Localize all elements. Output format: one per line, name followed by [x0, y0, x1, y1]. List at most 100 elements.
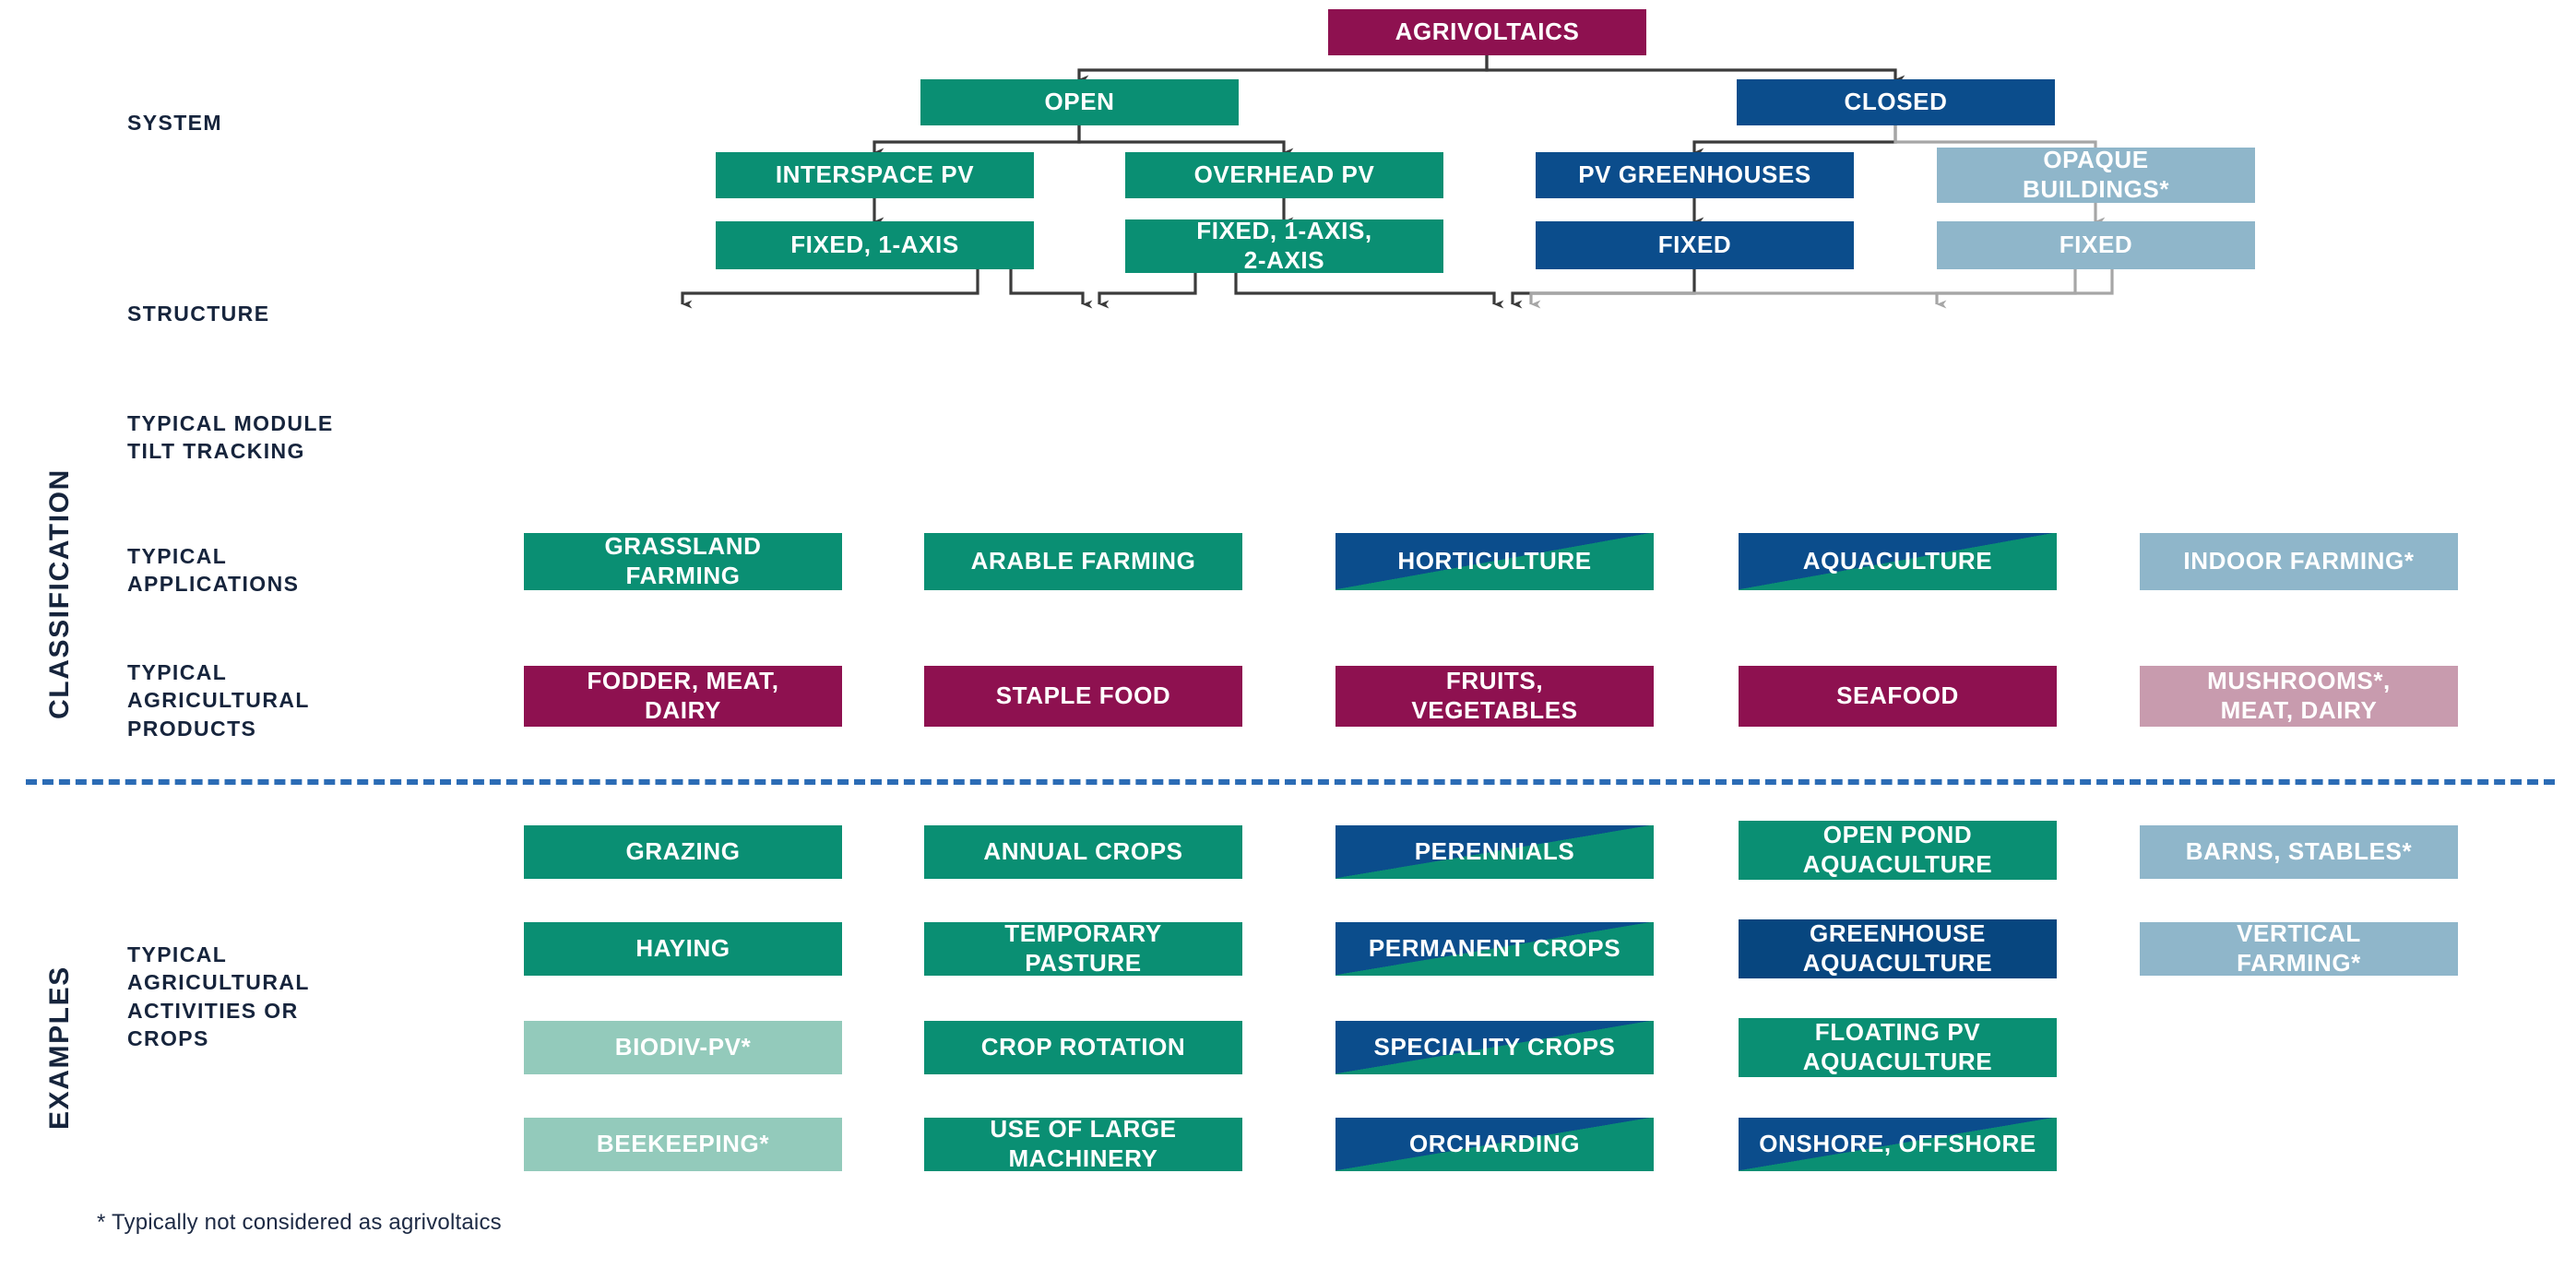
example-use-of-large-machinery[interactable]: USE OF LARGE MACHINERY	[924, 1115, 1242, 1172]
node-tilt-interspace-label: FIXED, 1-AXIS	[790, 231, 959, 259]
example-temporary-pasture-line1: TEMPORARY	[1004, 919, 1162, 948]
example-permanent-crops[interactable]: PERMANENT CROPS	[1335, 922, 1654, 976]
node-pv-greenhouses[interactable]: PV GREENHOUSES	[1536, 152, 1854, 198]
row-label-products-line3: PRODUCTS	[127, 716, 257, 741]
node-agrivoltaics-label: AGRIVOLTAICS	[1395, 18, 1580, 46]
example-grazing[interactable]: GRAZING	[524, 825, 842, 879]
node-open-label: OPEN	[1044, 88, 1115, 116]
row-label-apps-line2: APPLICATIONS	[127, 572, 300, 597]
example-beekeeping-label: BEEKEEPING*	[596, 1130, 770, 1158]
node-product-fruits-vegetables[interactable]: FRUITS, VEGETABLES	[1335, 666, 1654, 727]
node-app-grassland-line2: FARMING	[625, 562, 741, 589]
node-product-fruits-line1: FRUITS,	[1445, 667, 1544, 695]
row-label-tilt-line2: TILT TRACKING	[127, 439, 305, 464]
row-label-applications: TYPICAL APPLICATIONS	[127, 542, 299, 598]
node-product-mushrooms[interactable]: MUSHROOMS*, MEAT, DAIRY	[2140, 666, 2458, 727]
node-app-aquaculture[interactable]: AQUACULTURE	[1739, 533, 2057, 590]
example-beekeeping[interactable]: BEEKEEPING*	[524, 1118, 842, 1171]
node-app-grassland-farming[interactable]: GRASSLAND FARMING	[524, 532, 842, 590]
example-open-pond-line1: OPEN POND	[1822, 821, 1973, 849]
row-label-products-line2: AGRICULTURAL	[127, 688, 310, 713]
row-label-tilt-tracking: TYPICAL MODULE TILT TRACKING	[127, 409, 334, 466]
node-opaque-buildings-line2: BUILDINGS*	[2022, 175, 2170, 203]
row-label-products: TYPICAL AGRICULTURAL PRODUCTS	[127, 658, 310, 742]
node-opaque-buildings[interactable]: OPAQUE BUILDINGS*	[1937, 146, 2255, 203]
example-biodiv-pv[interactable]: BIODIV-PV*	[524, 1021, 842, 1074]
example-orcharding-label: ORCHARDING	[1408, 1130, 1581, 1158]
node-product-fodder-line1: FODDER, MEAT,	[587, 667, 779, 695]
example-grazing-label: GRAZING	[625, 837, 741, 866]
example-open-pond-aquaculture[interactable]: OPEN POND AQUACULTURE	[1739, 821, 2057, 880]
row-label-apps-line1: TYPICAL	[127, 544, 228, 568]
node-product-staple-label: STAPLE FOOD	[995, 681, 1171, 710]
example-haying[interactable]: HAYING	[524, 922, 842, 976]
node-product-seafood[interactable]: SEAFOOD	[1739, 666, 2057, 727]
node-app-indoor-label: INDOOR FARMING*	[2183, 547, 2415, 575]
node-product-staple-food[interactable]: STAPLE FOOD	[924, 666, 1242, 727]
row-label-activities-line4: CROPS	[127, 1026, 209, 1051]
row-label-tilt-line1: TYPICAL MODULE	[127, 411, 334, 435]
node-tilt-overhead-line1: FIXED, 1-AXIS,	[1196, 217, 1372, 245]
node-app-aquaculture-label: AQUACULTURE	[1802, 547, 1993, 575]
example-crop-rotation-label: CROP ROTATION	[980, 1033, 1186, 1061]
node-tilt-greenhouses[interactable]: FIXED	[1536, 221, 1854, 269]
node-interspace-pv-label: INTERSPACE PV	[775, 160, 975, 189]
node-tilt-opaque-label: FIXED	[2059, 231, 2133, 259]
node-product-fodder-line2: DAIRY	[645, 696, 721, 724]
row-label-products-line1: TYPICAL	[127, 660, 228, 684]
example-annual-crops[interactable]: ANNUAL CROPS	[924, 825, 1242, 879]
node-app-arable-label: ARABLE FARMING	[970, 547, 1196, 575]
example-barns-stables[interactable]: BARNS, STABLES*	[2140, 825, 2458, 879]
row-label-activities: TYPICAL AGRICULTURAL ACTIVITIES OR CROPS	[127, 941, 310, 1052]
section-label-examples: EXAMPLES	[44, 966, 75, 1130]
example-crop-rotation[interactable]: CROP ROTATION	[924, 1021, 1242, 1074]
example-vertical-farming-line1: VERTICAL	[2237, 919, 2361, 948]
row-label-activities-line1: TYPICAL	[127, 942, 228, 966]
node-tilt-greenhouses-label: FIXED	[1657, 231, 1732, 259]
node-product-fodder[interactable]: FODDER, MEAT, DAIRY	[524, 666, 842, 727]
example-machinery-line1: USE OF LARGE	[990, 1115, 1177, 1144]
section-label-classification: CLASSIFICATION	[44, 468, 75, 719]
node-open[interactable]: OPEN	[920, 79, 1239, 125]
node-app-horticulture[interactable]: HORTICULTURE	[1335, 533, 1654, 590]
example-perennials-label: PERENNIALS	[1414, 837, 1575, 866]
example-greenhouse-aqua-line2: AQUACULTURE	[1802, 949, 1993, 977]
node-overhead-pv[interactable]: OVERHEAD PV	[1125, 152, 1443, 198]
example-vertical-farming[interactable]: VERTICAL FARMING*	[2140, 919, 2458, 977]
node-opaque-buildings-line1: OPAQUE	[2043, 146, 2149, 174]
node-app-arable-farming[interactable]: ARABLE FARMING	[924, 533, 1242, 590]
node-interspace-pv[interactable]: INTERSPACE PV	[716, 152, 1034, 198]
node-closed[interactable]: CLOSED	[1737, 79, 2055, 125]
example-barns-stables-label: BARNS, STABLES*	[2185, 837, 2413, 866]
example-onshore-offshore[interactable]: ONSHORE, OFFSHORE	[1739, 1118, 2057, 1171]
example-greenhouse-aquaculture[interactable]: GREENHOUSE AQUACULTURE	[1739, 919, 2057, 978]
example-haying-label: HAYING	[635, 934, 730, 963]
node-product-mushrooms-line1: MUSHROOMS*,	[2207, 667, 2391, 695]
example-perennials[interactable]: PERENNIALS	[1335, 825, 1654, 879]
node-app-indoor-farming[interactable]: INDOOR FARMING*	[2140, 533, 2458, 590]
node-tilt-opaque[interactable]: FIXED	[1937, 221, 2255, 269]
example-speciality-crops-label: SPECIALITY CROPS	[1373, 1033, 1616, 1061]
section-divider	[26, 779, 2555, 785]
row-label-activities-line3: ACTIVITIES OR	[127, 998, 299, 1023]
node-overhead-pv-label: OVERHEAD PV	[1193, 160, 1375, 189]
example-open-pond-line2: AQUACULTURE	[1802, 850, 1993, 878]
example-floating-pv-aquaculture[interactable]: FLOATING PV AQUACULTURE	[1739, 1018, 2057, 1077]
row-label-structure: STRUCTURE	[127, 302, 270, 326]
row-label-activities-line2: AGRICULTURAL	[127, 970, 310, 995]
node-tilt-overhead[interactable]: FIXED, 1-AXIS, 2-AXIS	[1125, 217, 1443, 274]
example-orcharding[interactable]: ORCHARDING	[1335, 1118, 1654, 1171]
node-pv-greenhouses-label: PV GREENHOUSES	[1578, 160, 1811, 189]
row-label-system: SYSTEM	[127, 111, 222, 135]
node-agrivoltaics[interactable]: AGRIVOLTAICS	[1328, 9, 1646, 55]
example-speciality-crops[interactable]: SPECIALITY CROPS	[1335, 1021, 1654, 1074]
example-floating-pv-line1: FLOATING PV	[1814, 1018, 1981, 1047]
node-product-mushrooms-line2: MEAT, DAIRY	[2220, 696, 2378, 724]
node-closed-label: CLOSED	[1844, 88, 1948, 116]
node-tilt-interspace[interactable]: FIXED, 1-AXIS	[716, 221, 1034, 269]
footnote-text: * Typically not considered as agrivoltai…	[97, 1210, 502, 1235]
example-floating-pv-line2: AQUACULTURE	[1802, 1048, 1993, 1075]
example-temporary-pasture[interactable]: TEMPORARY PASTURE	[924, 919, 1242, 977]
example-temporary-pasture-line2: PASTURE	[1025, 949, 1142, 977]
